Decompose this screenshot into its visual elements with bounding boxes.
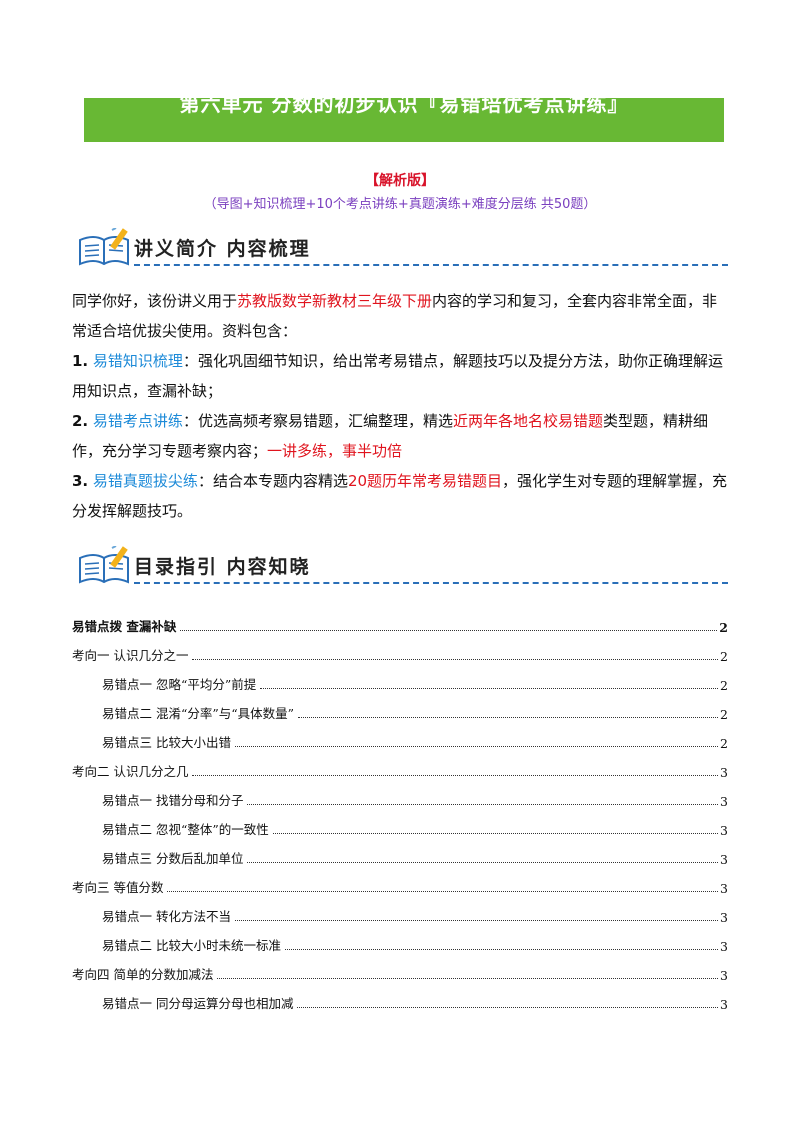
- subtitle: （导图+知识梳理+10个考点讲练+真题演练+难度分层练 共50题）: [203, 197, 597, 212]
- toc-entry-title: 易错点二 混淆“分率”与“具体数量”: [102, 703, 297, 722]
- toc-page-number: 3: [720, 910, 728, 925]
- toc-entry[interactable]: 易错点三 分数后乱加单位 3: [72, 838, 728, 867]
- toc-entry[interactable]: 易错点三 比较大小出错 2: [72, 722, 728, 751]
- toc-leader-dots: [297, 1007, 719, 1008]
- toc-leader-dots: [234, 746, 719, 747]
- toc-entry-title: 考向四 简单的分数加减法: [72, 964, 216, 983]
- toc-page-number: 2: [720, 736, 728, 751]
- toc-entry-title: 易错点一 忽略“平均分”前提: [102, 674, 259, 693]
- heading-divider: [134, 582, 728, 584]
- page-title: 第六单元 分数的初步认识『易错培优考点讲练』: [179, 98, 629, 116]
- toc-entry[interactable]: 考向四 简单的分数加减法 3: [72, 954, 728, 983]
- toc-page-number: 3: [720, 968, 728, 983]
- toc-page-number: 2: [719, 620, 728, 635]
- toc-entry[interactable]: 易错点拨 查漏补缺 2: [72, 606, 728, 635]
- toc-entry[interactable]: 考向二 认识几分之几 3: [72, 751, 728, 780]
- toc-entry-title: 易错点三 分数后乱加单位: [102, 848, 246, 867]
- toc-entry[interactable]: 易错点一 忽略“平均分”前提 2: [72, 664, 728, 693]
- toc-entry-title: 易错点一 转化方法不当: [102, 906, 233, 925]
- book-pencil-icon: [79, 228, 129, 266]
- toc-entry[interactable]: 易错点二 忽视“整体”的一致性 3: [72, 809, 728, 838]
- toc-leader-dots: [234, 920, 719, 921]
- intro-paragraph: 同学你好，该份讲义用于苏教版数学新教材三年级下册内容的学习和复习，全套内容非常全…: [72, 292, 718, 340]
- toc-entry[interactable]: 易错点一 同分母运算分母也相加减 3: [72, 983, 728, 1012]
- toc-page-number: 3: [720, 765, 728, 780]
- toc-page-number: 3: [720, 997, 728, 1012]
- toc-entry-title: 易错点二 比较大小时未统一标准: [102, 935, 283, 954]
- toc-leader-dots: [284, 949, 719, 950]
- toc-page-number: 3: [720, 881, 728, 896]
- toc-entry[interactable]: 易错点一 转化方法不当 3: [72, 896, 728, 925]
- toc-page-number: 3: [720, 794, 728, 809]
- toc-entry-title: 考向二 认识几分之几: [72, 761, 191, 780]
- intro-section-heading: 讲义简介 内容梳理: [72, 222, 728, 272]
- toc-leader-dots: [180, 630, 718, 631]
- toc-entry-title: 考向三 等值分数: [72, 877, 166, 896]
- toc-entry[interactable]: 易错点一 找错分母和分子 3: [72, 780, 728, 809]
- toc-entry-title: 考向一 认识几分之一: [72, 645, 191, 664]
- intro-body: 同学你好，该份讲义用于苏教版数学新教材三年级下册内容的学习和复习，全套内容非常全…: [72, 286, 732, 526]
- intro-item-2: 2. 易错考点讲练：优选高频考察易错题，汇编整理，精选近两年各地名校易错题类型题…: [72, 412, 708, 460]
- toc-leader-dots: [167, 891, 719, 892]
- toc-page-number: 3: [720, 823, 728, 838]
- toc-leader-dots: [272, 833, 719, 834]
- toc-entry[interactable]: 易错点二 混淆“分率”与“具体数量” 2: [72, 693, 728, 722]
- toc-leader-dots: [247, 804, 719, 805]
- toc-leader-dots: [192, 659, 719, 660]
- toc-heading-label: 目录指引 内容知晓: [134, 556, 311, 578]
- toc-leader-dots: [298, 717, 719, 718]
- book-pencil-icon: [79, 546, 129, 584]
- toc-page-number: 3: [720, 939, 728, 954]
- toc-entry[interactable]: 考向一 认识几分之一 2: [72, 635, 728, 664]
- toc-leader-dots: [192, 775, 719, 776]
- intro-item-1: 1. 易错知识梳理：强化巩固细节知识，给出常考易错点，解题技巧以及提分方法，助你…: [72, 352, 723, 400]
- toc-entry-title: 易错点一 找错分母和分子: [102, 790, 246, 809]
- toc-entry[interactable]: 易错点二 比较大小时未统一标准 3: [72, 925, 728, 954]
- toc-page-number: 3: [720, 852, 728, 867]
- toc-section-heading: 目录指引 内容知晓: [72, 540, 728, 590]
- toc-page-number: 2: [720, 649, 728, 664]
- toc-entry[interactable]: 考向三 等值分数 3: [72, 867, 728, 896]
- toc-leader-dots: [217, 978, 719, 979]
- toc-entry-title: 易错点三 比较大小出错: [102, 732, 233, 751]
- intro-heading-label: 讲义简介 内容梳理: [134, 238, 311, 260]
- toc-entry-title: 易错点拨 查漏补缺: [72, 616, 179, 635]
- toc-page-number: 2: [720, 678, 728, 693]
- title-banner: 第六单元 分数的初步认识『易错培优考点讲练』: [84, 98, 724, 142]
- edition-label: 【解析版】: [365, 173, 435, 189]
- toc-leader-dots: [247, 862, 719, 863]
- intro-item-3: 3. 易错真题拔尖练：结合本专题内容精选20题历年常考易错题目，强化学生对专题的…: [72, 472, 728, 520]
- toc-entry-title: 易错点二 忽视“整体”的一致性: [102, 819, 271, 838]
- toc-entry-title: 易错点一 同分母运算分母也相加减: [102, 993, 296, 1012]
- toc-leader-dots: [260, 688, 719, 689]
- heading-divider: [134, 264, 728, 266]
- toc-page-number: 2: [720, 707, 728, 722]
